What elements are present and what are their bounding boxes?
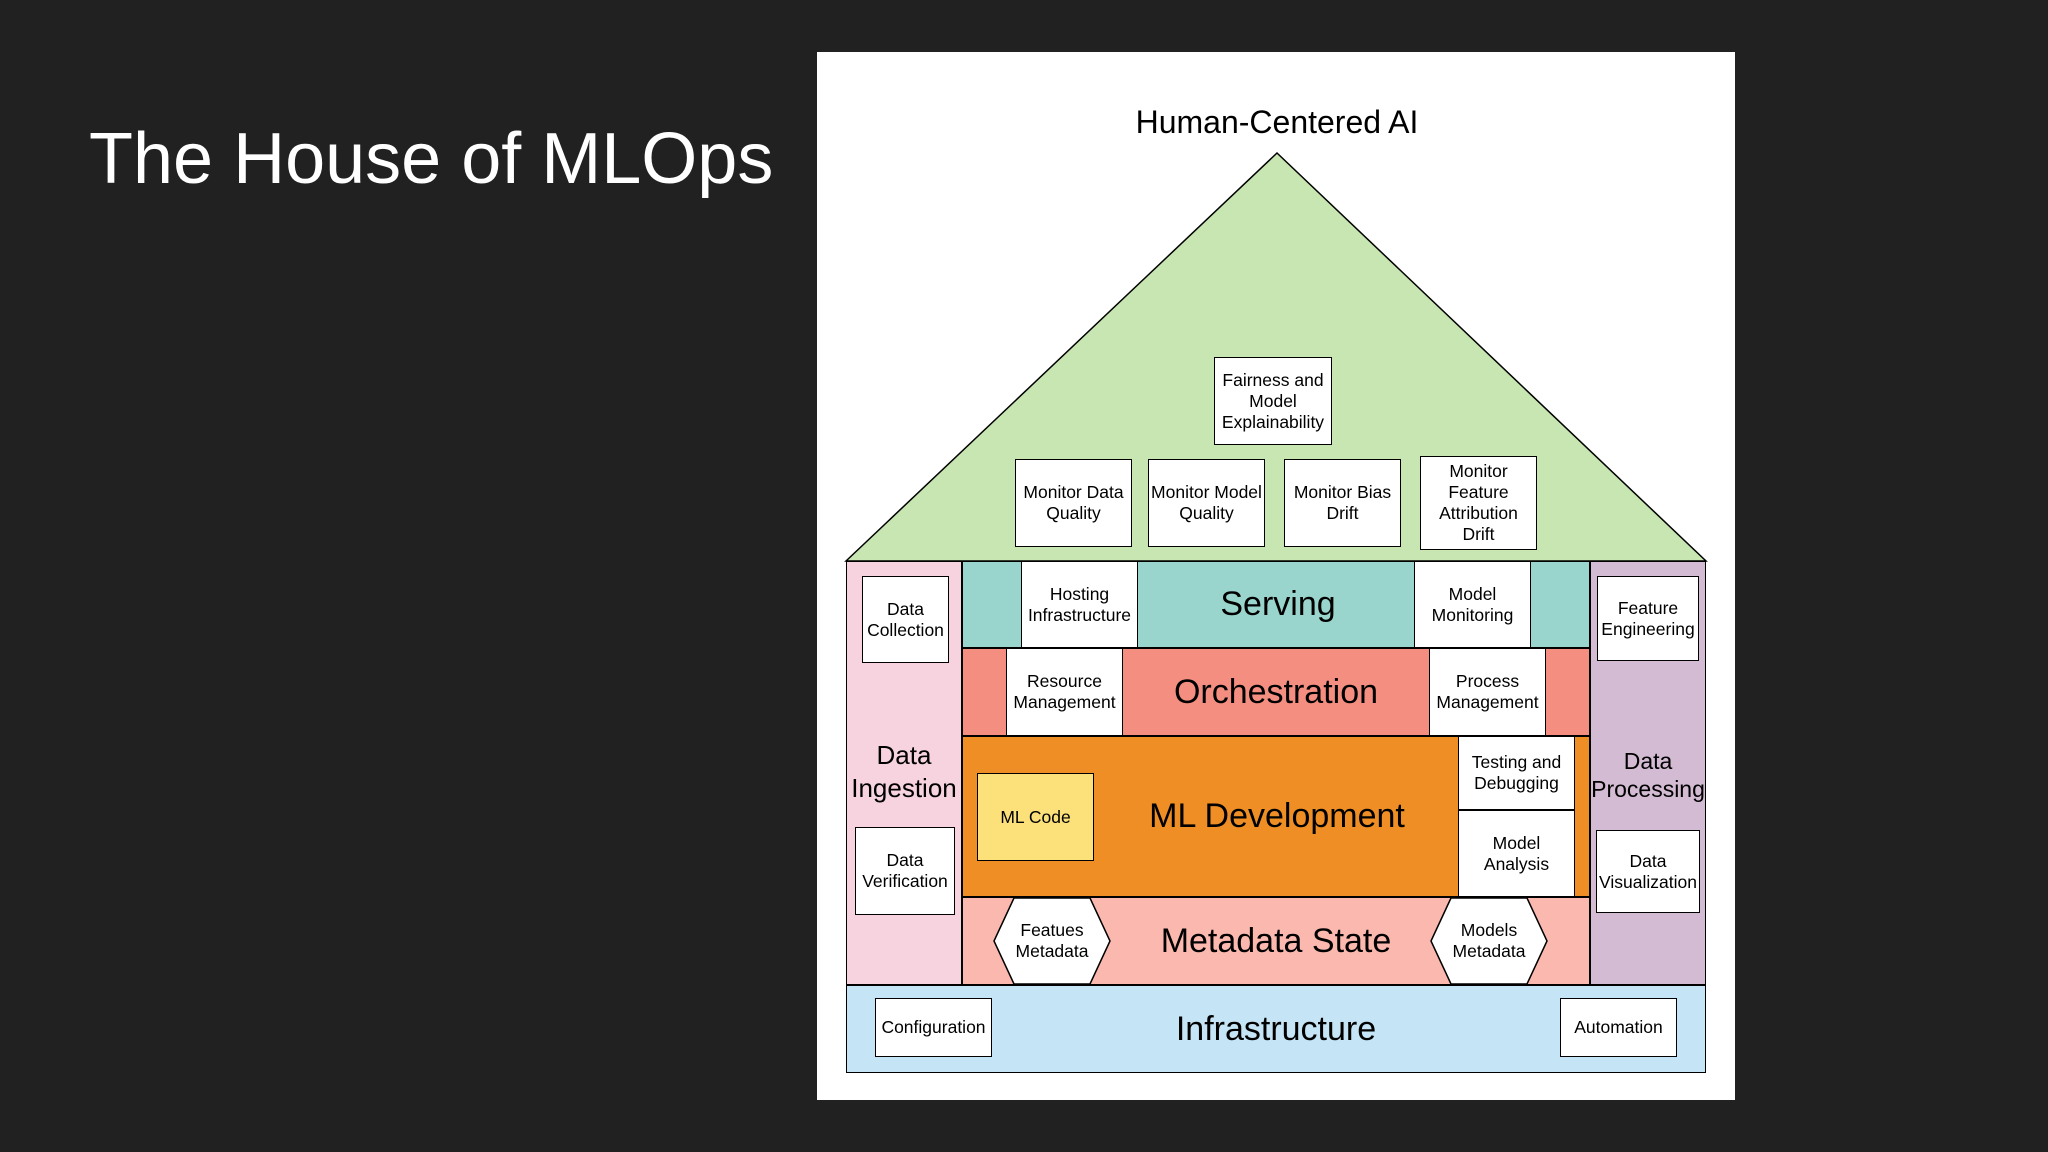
ml-development-label: ML Development (1149, 797, 1405, 835)
configuration-box: Configuration (875, 998, 992, 1057)
fairness-explainability-box: Fairness and Model Explainability (1214, 357, 1332, 445)
infrastructure-label: Infrastructure (1175, 1009, 1377, 1048)
model-analysis-box: Model Analysis (1458, 810, 1575, 897)
automation-box: Automation (1560, 998, 1677, 1057)
resource-management-box: Resource Management (1006, 648, 1123, 736)
data-collection-box: Data Collection (862, 576, 949, 663)
hosting-infrastructure-box: Hosting Infrastructure (1021, 561, 1138, 648)
monitor-bias-drift-box: Monitor Bias Drift (1284, 459, 1401, 547)
roof-title: Human-Centered AI (1135, 103, 1419, 140)
feature-engineering-box: Feature Engineering (1597, 576, 1699, 661)
metadata-state-label: Metadata State (1160, 921, 1392, 960)
slide-title: The House of MLOps (89, 119, 774, 199)
ml-code-box: ML Code (977, 773, 1094, 861)
process-management-box: Process Management (1429, 648, 1546, 736)
features-metadata-label: Featues Metadata (1015, 920, 1089, 961)
monitor-model-quality-box: Monitor Model Quality (1148, 459, 1265, 547)
monitor-feature-attribution-drift-box: Monitor Feature Attribution Drift (1420, 456, 1537, 550)
model-monitoring-box: Model Monitoring (1414, 561, 1531, 648)
models-metadata-label: Models Metadata (1452, 920, 1526, 961)
features-metadata-hexagon (993, 897, 1111, 985)
data-ingestion-label: Data Ingestion (851, 740, 957, 803)
orchestration-label: Orchestration (1173, 672, 1379, 711)
serving-label: Serving (1220, 585, 1336, 623)
models-metadata-hexagon (1430, 897, 1548, 985)
monitor-data-quality-box: Monitor Data Quality (1015, 459, 1132, 547)
mlops-house-diagram: Human-Centered AI Fairness and Model Exp… (817, 52, 1735, 1100)
data-visualization-box: Data Visualization (1596, 830, 1700, 913)
testing-debugging-box: Testing and Debugging (1458, 736, 1575, 810)
data-processing-label: Data Processing (1591, 748, 1705, 802)
data-verification-box: Data Verification (855, 827, 955, 915)
